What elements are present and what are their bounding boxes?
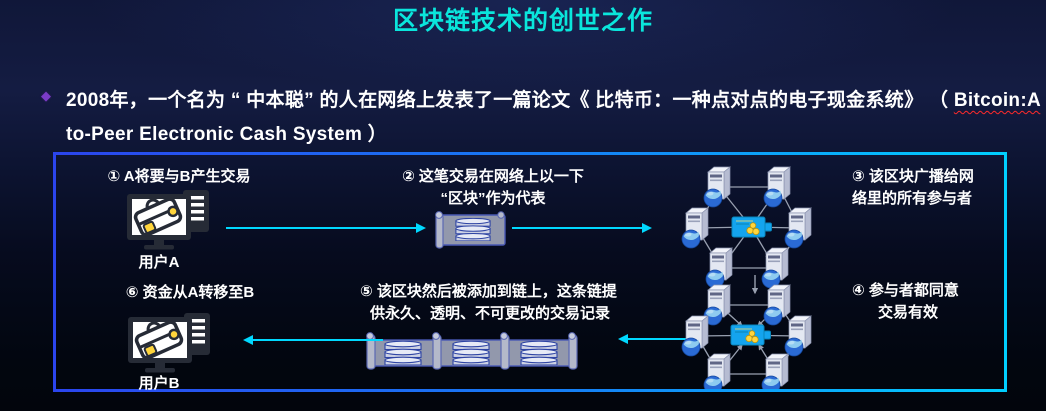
diamond-bullet-icon: ◆ [41, 88, 51, 103]
intro-text-bitcoin: Bitcoin:A [953, 90, 1041, 111]
step-1-line1: ① A将要与B产生交易 [107, 168, 251, 185]
step-6-line1: ⑥ 资金从A转移至B [125, 284, 255, 301]
page-title: 区块链技术的创世之作 [392, 7, 653, 35]
step-4-line2: 交易有效 [878, 304, 939, 321]
intro-line2: to-Peer Electronic Cash System ） [66, 124, 388, 145]
intro-text-pre: 2008年，一个名为 “ 中本聪” 的人在网络上发表了一篇论文《 比特币：一种点… [66, 90, 954, 111]
diagram-art [127, 166, 812, 389]
computer-wallet-icon [127, 190, 211, 252]
block-with-coins-icon [731, 216, 772, 238]
block-with-coins-icon [730, 324, 771, 346]
user-a-label: 用户A [138, 254, 180, 271]
step-5-label: ⑤ 该区块然后被添加到链上，这条链提 供永久、透明、不可更改的交易记录 [360, 281, 670, 325]
step-1-label: ① A将要与B产生交易 [64, 166, 294, 188]
blockchain-chain-icon [367, 333, 577, 369]
step-2-line1: ② 这笔交易在网络上以一下 [402, 168, 584, 185]
step-2-line2: “区块”作为代表 [440, 190, 546, 207]
flow-arrow-icon [226, 223, 688, 345]
step-5-line2: 供永久、透明、不可更改的交易记录 [370, 305, 611, 322]
intro-paragraph: 2008年，一个名为 “ 中本聪” 的人在网络上发表了一篇论文《 比特币：一种点… [66, 84, 1046, 152]
intro-line1: 2008年，一个名为 “ 中本聪” 的人在网络上发表了一篇论文《 比特币：一种点… [66, 90, 1046, 111]
step-4-label: ④ 参与者都同意 交易有效 [852, 280, 1022, 324]
computer-wallet-icon [128, 313, 212, 375]
step-6-label: ⑥ 资金从A转移至B [100, 282, 280, 304]
step-3-line2: 络里的所有参与者 [852, 190, 973, 207]
p2p-network-icon [681, 284, 812, 389]
user-b-label: 用户B [138, 375, 180, 392]
intro-text-post: Peer- [1040, 90, 1046, 111]
step-5-line1: ⑤ 该区块然后被添加到链上，这条链提 [360, 283, 617, 300]
block-scroll-icon [436, 212, 505, 248]
step-3-label: ③ 该区块广播给网 络里的所有参与者 [852, 166, 1022, 210]
step-2-label: ② 这笔交易在网络上以一下 “区块”作为代表 [368, 166, 618, 210]
step-4-line1: ④ 参与者都同意 [852, 282, 959, 299]
step-3-line1: ③ 该区块广播给网 [852, 168, 974, 185]
p2p-network-icon [681, 166, 812, 289]
